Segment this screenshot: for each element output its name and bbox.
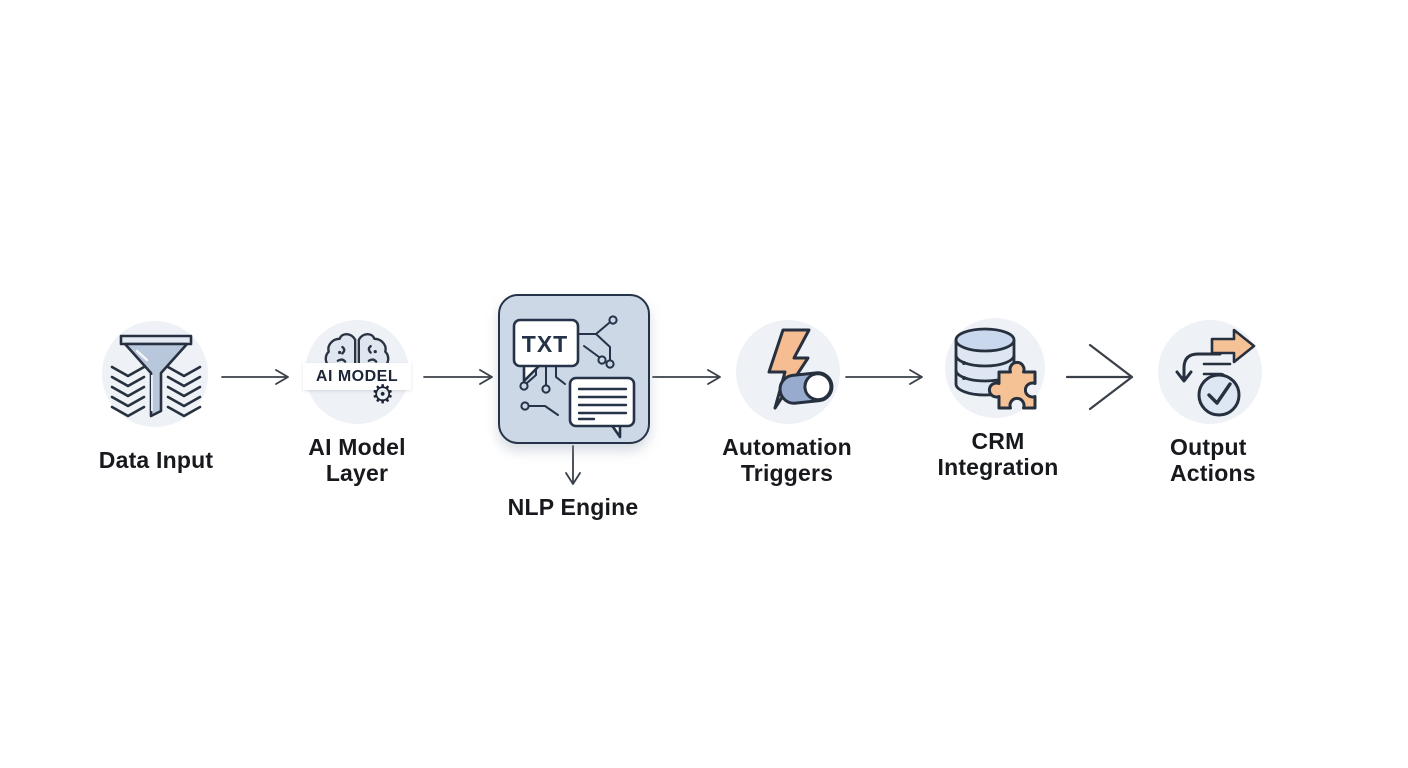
- label-line: Layer: [325, 460, 389, 486]
- node-label-output: Output Actions: [1170, 434, 1310, 486]
- node-label-data-input: Data Input: [66, 447, 246, 473]
- node-label-nlp-engine: NLP Engine: [483, 494, 663, 520]
- label-line: Integration: [937, 454, 1059, 480]
- gear-icon: ⚙: [371, 380, 395, 410]
- txt-bubble-text: TXT: [514, 322, 576, 366]
- arrow-automation-to-crm: [845, 369, 923, 385]
- funnel-with-stacked-layers-icon: [110, 334, 202, 418]
- text-and-chat-circuit-icon: [512, 315, 636, 439]
- label-line: CRM: [971, 428, 1025, 454]
- node-label-ai-model: AI Model Layer: [267, 434, 447, 486]
- arrow-nlp-to-automation: [652, 369, 721, 385]
- label-line: AI Model: [308, 434, 406, 460]
- arrow-ai-model-to-nlp: [423, 369, 493, 385]
- label-line: Triggers: [740, 460, 834, 486]
- txt-text: TXT: [521, 330, 569, 357]
- label-line: Output: [1170, 434, 1247, 460]
- ai-model-banner: AI MODEL: [303, 363, 411, 390]
- arrows-with-checkmark-icon: [1175, 328, 1256, 417]
- label-line: Data Input: [98, 447, 214, 473]
- arrow-data-input-to-ai-model: [221, 369, 289, 385]
- node-label-automation: Automation Triggers: [697, 434, 877, 486]
- node-label-crm: CRM Integration: [905, 428, 1091, 480]
- label-line: NLP Engine: [507, 494, 639, 520]
- label-line: Automation: [722, 434, 852, 460]
- database-puzzle-piece-icon: [954, 327, 1037, 410]
- ai-model-banner-text: AI MODEL: [315, 367, 399, 385]
- lightning-bolt-toggle-icon: [767, 328, 834, 410]
- arrow-nlp-down: [565, 445, 581, 485]
- arrow-crm-to-output-chevron: [1065, 343, 1134, 411]
- label-line: Actions: [1170, 460, 1256, 486]
